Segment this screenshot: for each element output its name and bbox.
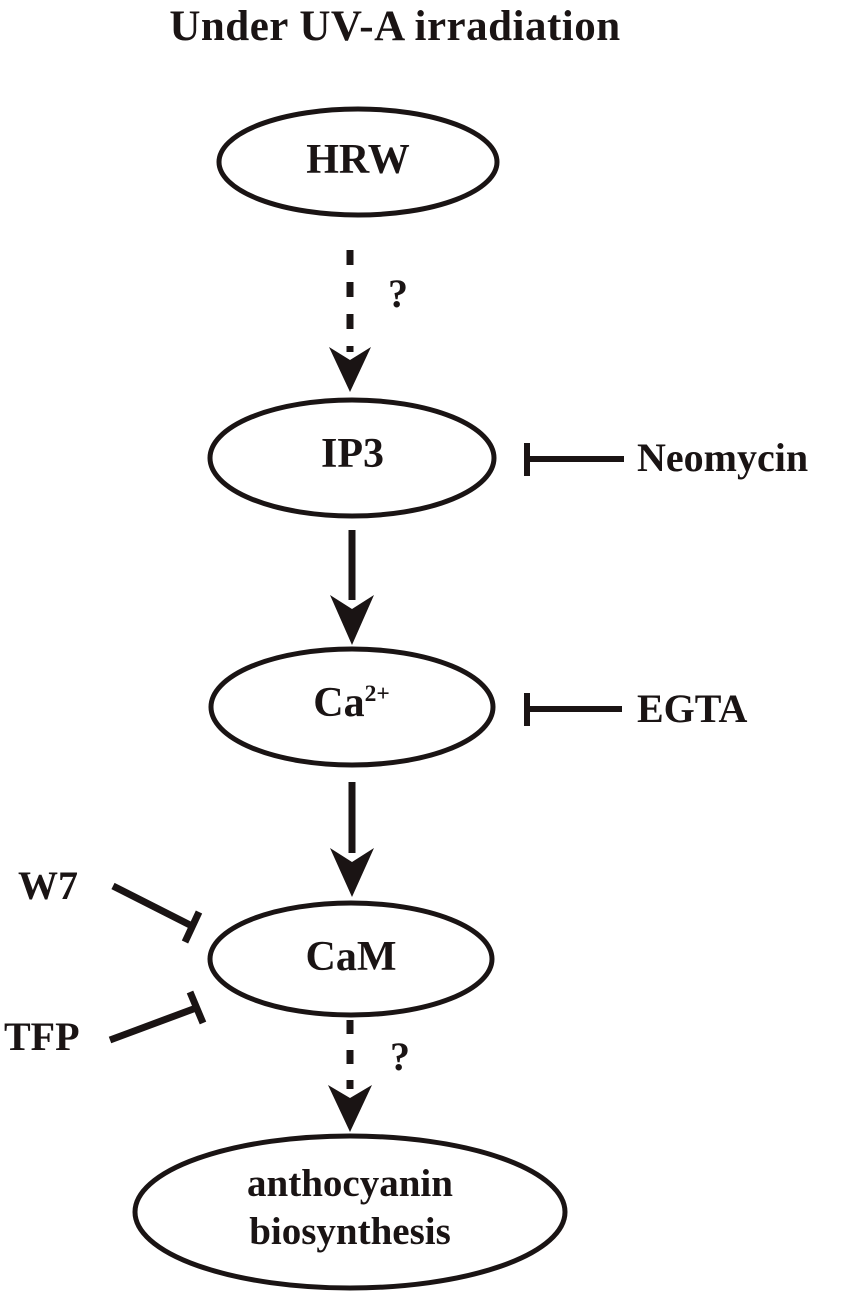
node-ellipse-cam xyxy=(207,900,495,1018)
node-label-cam: CaM xyxy=(305,934,397,980)
edge-ip3-to-ca-arrowhead xyxy=(330,595,374,645)
node-label-ip3: IP3 xyxy=(321,431,384,477)
node-ellipse-anthocyanin xyxy=(132,1133,568,1291)
node-label-anthocyanin-line1: anthocyanin xyxy=(247,1162,453,1205)
inhibitor-tbar-tfp xyxy=(186,990,207,1025)
edge-ca-to-cam-arrowhead xyxy=(330,848,374,897)
node-label-ca: Ca2+ xyxy=(211,682,492,724)
inhibitor-label-tfp: TFP xyxy=(4,1014,80,1059)
node-ellipse-ca xyxy=(208,646,496,768)
node-ellipse-hrw xyxy=(216,106,500,218)
inhibitor-label-neomycin: Neomycin xyxy=(637,435,809,480)
edge-hrw-to-ip3-arrowhead xyxy=(329,347,371,392)
node-label-ca-superscript: 2+ xyxy=(364,681,390,707)
edge-cam-to-anthocyanin-arrowhead xyxy=(328,1085,372,1132)
page-title: Under UV-A irradiation xyxy=(169,3,621,50)
inhibitor-line-tfp xyxy=(108,1004,198,1044)
inhibitor-line-w7 xyxy=(111,882,194,930)
annotation-question-mark-top: ? xyxy=(388,271,408,316)
inhibitor-label-egta: EGTA xyxy=(637,686,748,731)
node-label-ca-base: Ca xyxy=(313,680,365,726)
node-label-anthocyanin-line2: biosynthesis xyxy=(249,1209,451,1253)
inhibitor-label-w7: W7 xyxy=(18,863,78,908)
node-label-hrw: HRW xyxy=(306,137,410,183)
annotation-question-mark-bottom: ? xyxy=(390,1034,410,1079)
node-ellipse-ip3 xyxy=(207,397,497,519)
inhibitor-tbar-w7 xyxy=(181,910,203,944)
